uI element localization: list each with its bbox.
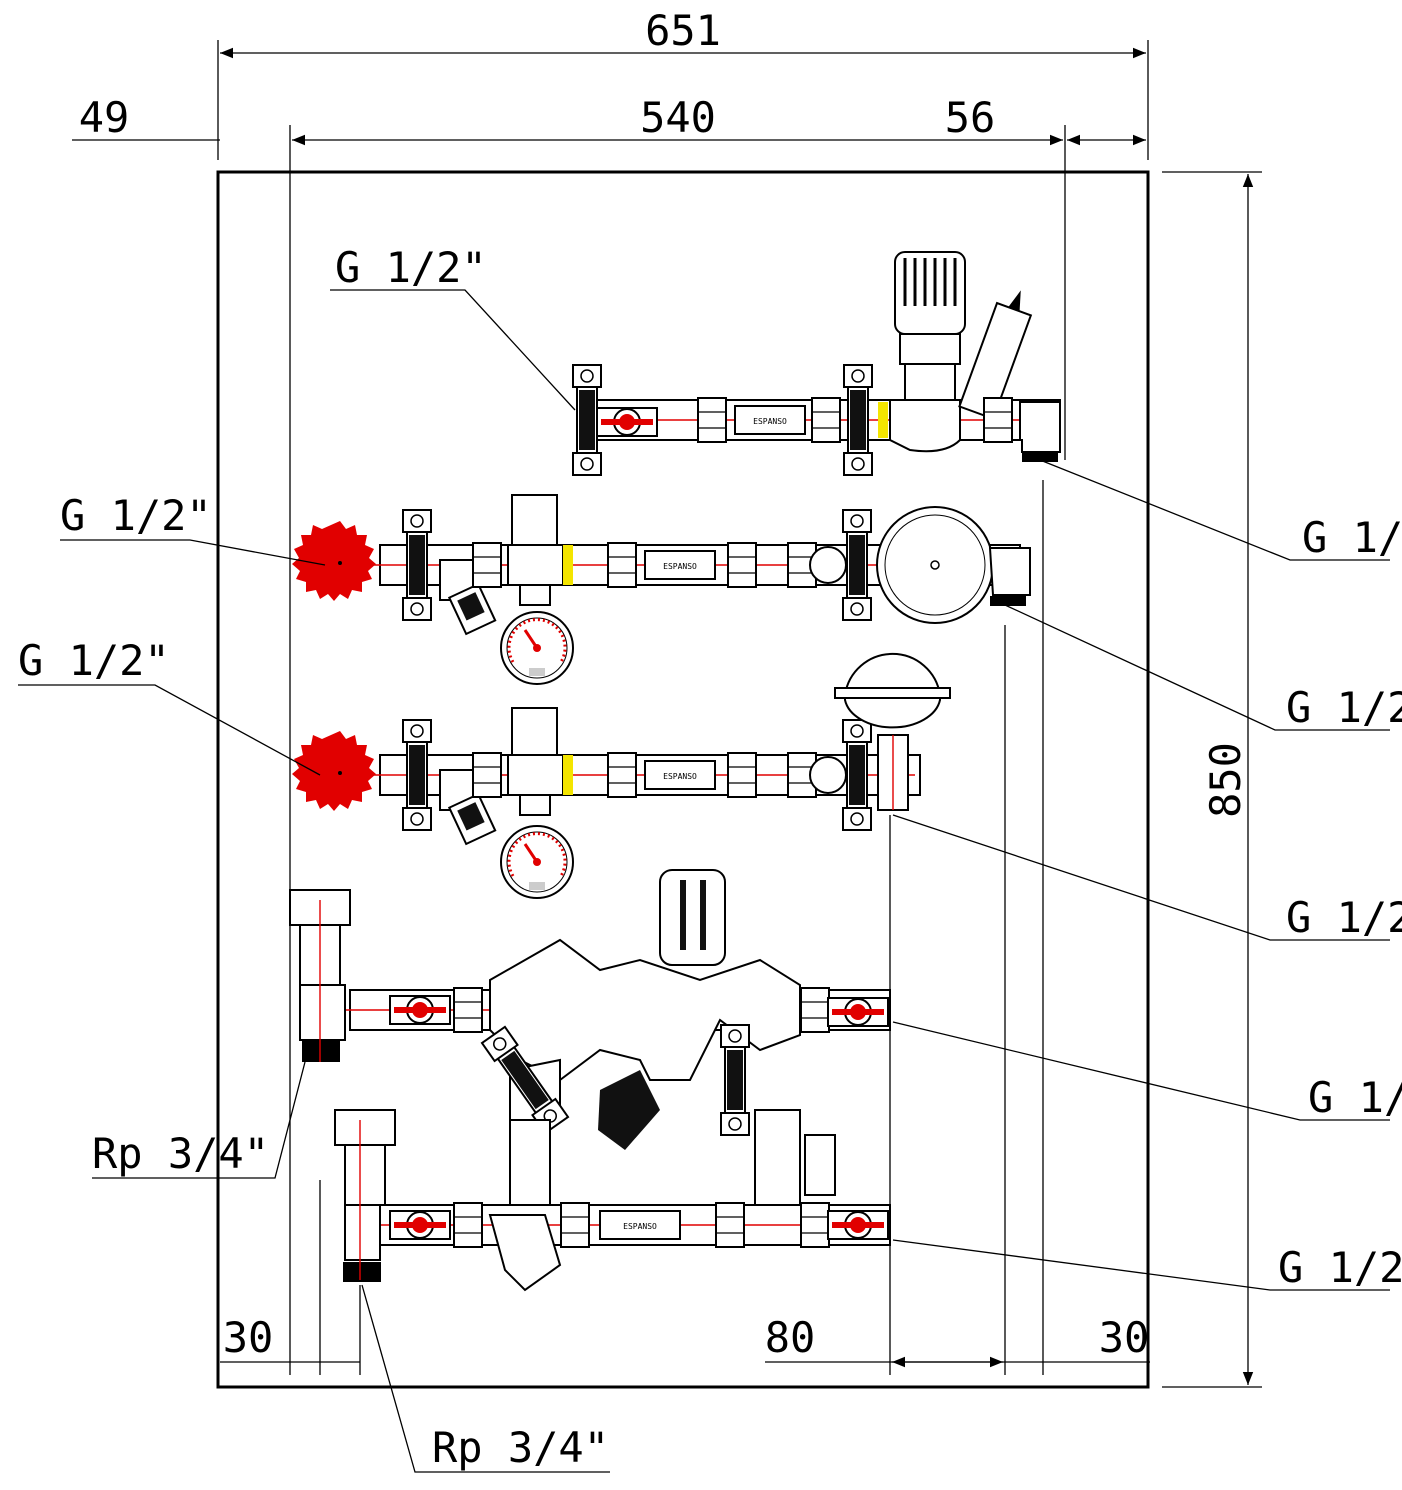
mixing-valve-body	[489, 938, 801, 1082]
lower-air-vent	[334, 1109, 396, 1146]
label-row3-inlet: G 1/2"	[18, 636, 170, 685]
label-row3-outlet: G 1/2	[1286, 893, 1402, 942]
row-1-ball-valve	[596, 407, 658, 437]
svg-text:ESPANSO: ESPANSO	[663, 772, 697, 781]
dim-bottom-left-text: 30	[223, 1313, 274, 1362]
mixing-upper-right-valve	[827, 997, 889, 1027]
mixing-group-assembly: ESPANSO	[289, 869, 891, 1292]
row-1-assembly: ESPANSO	[572, 251, 1061, 476]
dimension-left-offset: 49	[72, 93, 220, 142]
row-2-pressure-gauge	[499, 610, 575, 686]
label-row2-outlet: G 1/2	[1286, 683, 1402, 732]
dimension-right-offset: 56	[945, 93, 1146, 146]
dim-height-text: 850	[1201, 742, 1250, 818]
label-drain-lower: Rp 3/4"	[432, 1423, 609, 1472]
circulation-pump	[876, 506, 994, 624]
label-bottom-outlet: G 1/2'	[1278, 1243, 1402, 1292]
label-top-outlet: G 1/2	[1302, 513, 1402, 562]
mixing-actuator	[659, 869, 726, 966]
row-3-red-handwheel	[292, 731, 376, 811]
row-3-pressure-gauge	[499, 824, 575, 900]
svg-text:ESPANSO: ESPANSO	[623, 1222, 657, 1231]
label-mixing-outlet: G 1/	[1308, 1073, 1402, 1122]
dimension-center-span: 540	[289, 93, 1066, 1375]
svg-text:ESPANSO: ESPANSO	[663, 562, 697, 571]
dim-center-span-text: 540	[640, 93, 716, 142]
label-top-inlet: G 1/2"	[335, 243, 487, 292]
dimension-bottom-right: 30	[1099, 1313, 1150, 1362]
leader-lines	[18, 289, 1390, 1473]
row-3-assembly: ESPANSO	[292, 652, 951, 900]
dimension-bottom-left: 30	[220, 1180, 361, 1375]
dim-right-offset-text: 56	[945, 93, 996, 142]
mixing-upper-left-valve	[389, 995, 451, 1025]
panel-frame	[216, 170, 1150, 1389]
mixing-lower-left-valve	[389, 1210, 451, 1240]
dim-bottom-mid-text: 80	[765, 1313, 816, 1362]
dim-left-offset-text: 49	[79, 93, 130, 142]
mixing-lower-right-valve	[827, 1210, 889, 1240]
dimension-overall-width: 651	[217, 6, 1149, 160]
dimension-bottom-mid: 80	[765, 480, 1150, 1375]
svg-text:ESPANSO: ESPANSO	[753, 417, 787, 426]
label-row2-inlet: G 1/2"	[60, 491, 212, 540]
dimension-height: 850	[1162, 171, 1262, 1388]
dim-bottom-right-text: 30	[1099, 1313, 1150, 1362]
dim-overall-width-text: 651	[645, 6, 721, 55]
label-drain-upper: Rp 3/4"	[92, 1129, 269, 1178]
row-2-assembly: ESPANSO	[292, 494, 1031, 686]
